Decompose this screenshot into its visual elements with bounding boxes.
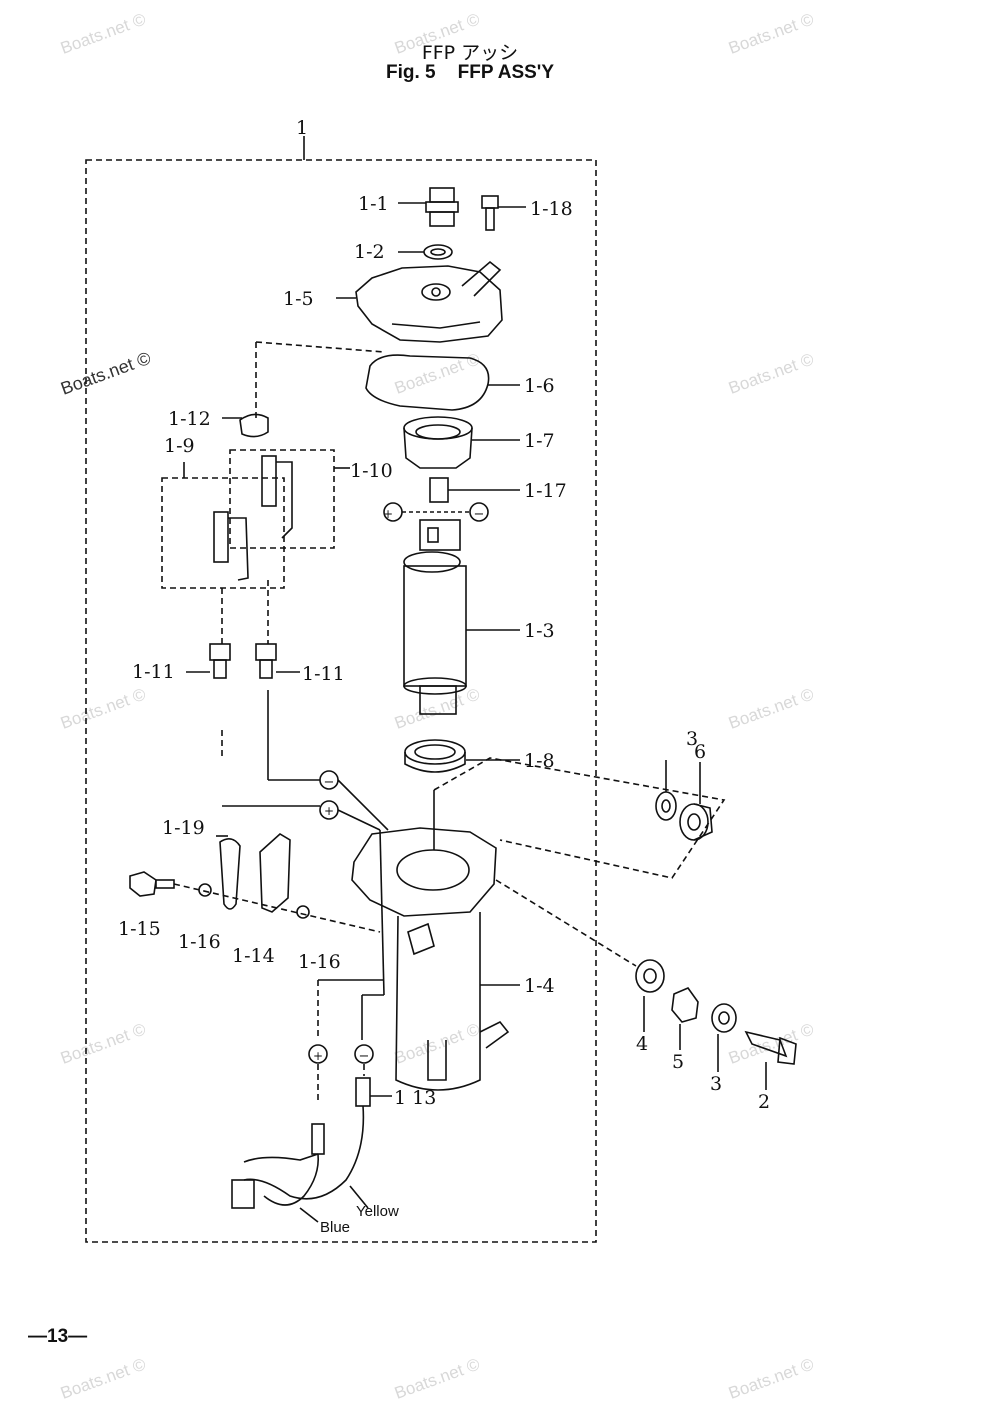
sleeve-part-5: [671, 987, 699, 1050]
washer-part-3: [711, 1003, 737, 1072]
callout-6: 6: [694, 741, 706, 763]
callout-1-17: 1-17: [524, 480, 567, 502]
plus-sign: +: [383, 507, 393, 521]
screw-part: [129, 871, 175, 897]
spring-clip-part: [216, 835, 241, 910]
bolt-part: [481, 195, 526, 231]
callout-1-5: 1-5: [283, 288, 314, 310]
minus-sign: −: [359, 1049, 370, 1064]
callout-1-16-right: 1-16: [298, 951, 341, 973]
callout-4: 4: [636, 1033, 648, 1055]
wire-harness: [231, 979, 392, 1223]
washer-part: [198, 883, 212, 897]
minus-terminal-marker: [469, 502, 489, 522]
fuel-pump-part: [403, 519, 520, 715]
callout-2: 2: [758, 1091, 770, 1113]
minus-sign: −: [324, 775, 335, 790]
callout-1-6: 1-6: [524, 375, 555, 397]
callout-1-13: 1 13: [394, 1087, 436, 1109]
grommet-part-6: [679, 762, 713, 841]
callout-1-11-right: 1-11: [302, 663, 345, 685]
seal-part: [404, 739, 520, 773]
filter-case-part: [351, 790, 520, 1091]
callout-1-10: 1-10: [350, 460, 393, 482]
title-japanese: FFP アッシ: [421, 42, 519, 64]
figure-name: FFP ASS'Y: [457, 62, 554, 83]
callout-1-15: 1-15: [118, 918, 161, 940]
pump-cover-part: [336, 260, 503, 343]
spacer-part-3: [655, 760, 677, 821]
terminal-group-1-10: [229, 449, 335, 549]
callout-1-1: 1-1: [358, 193, 389, 215]
holder-part: [403, 416, 520, 469]
collar-part-4: [635, 959, 665, 1032]
wire-label-blue: Blue: [320, 1219, 350, 1236]
callout-1: 1: [296, 117, 308, 139]
callout-1-7: 1-7: [524, 430, 555, 452]
wire-label-yellow: Yellow: [356, 1203, 399, 1220]
bolt-part-2: [744, 1030, 797, 1090]
callout-1-2: 1-2: [354, 241, 385, 263]
callout-1-12: 1-12: [168, 408, 211, 430]
bracket-part: [259, 833, 291, 913]
callout-1-9: 1-9: [164, 435, 195, 457]
plus-sign: +: [324, 804, 334, 818]
washer-part: [398, 244, 453, 260]
washer-part: [296, 905, 310, 919]
callout-1-14: 1-14: [232, 945, 275, 967]
assembly-boundary: [85, 159, 597, 1243]
callout-3-top: 3: [686, 728, 698, 750]
callout-1-8: 1-8: [524, 750, 555, 772]
callout-1-4: 1-4: [524, 975, 555, 997]
gasket-part: [365, 354, 520, 411]
callout-1-18: 1-18: [530, 198, 573, 220]
minus-sign: −: [474, 507, 485, 522]
callout-3-bottom: 3: [710, 1073, 722, 1095]
callout-5: 5: [672, 1051, 684, 1073]
grommet-part: [186, 643, 300, 679]
callout-1-3: 1-3: [524, 620, 555, 642]
nozzle-part: [429, 477, 520, 503]
figure-number: Fig. 5: [386, 62, 436, 83]
terminal-cap-part: [222, 413, 269, 438]
callout-1-11-left: 1-11: [132, 661, 175, 683]
terminal-part: [213, 455, 293, 581]
terminal-group-1-9: [161, 477, 285, 589]
figure-title: Fig. 5 FFP ASS'Y: [0, 62, 940, 84]
fitting-part: [398, 187, 459, 227]
callout-1-16-left: 1-16: [178, 931, 221, 953]
callout-1-19: 1-19: [162, 817, 205, 839]
page-number: —13—: [28, 1326, 88, 1347]
plus-sign: +: [313, 1049, 323, 1063]
